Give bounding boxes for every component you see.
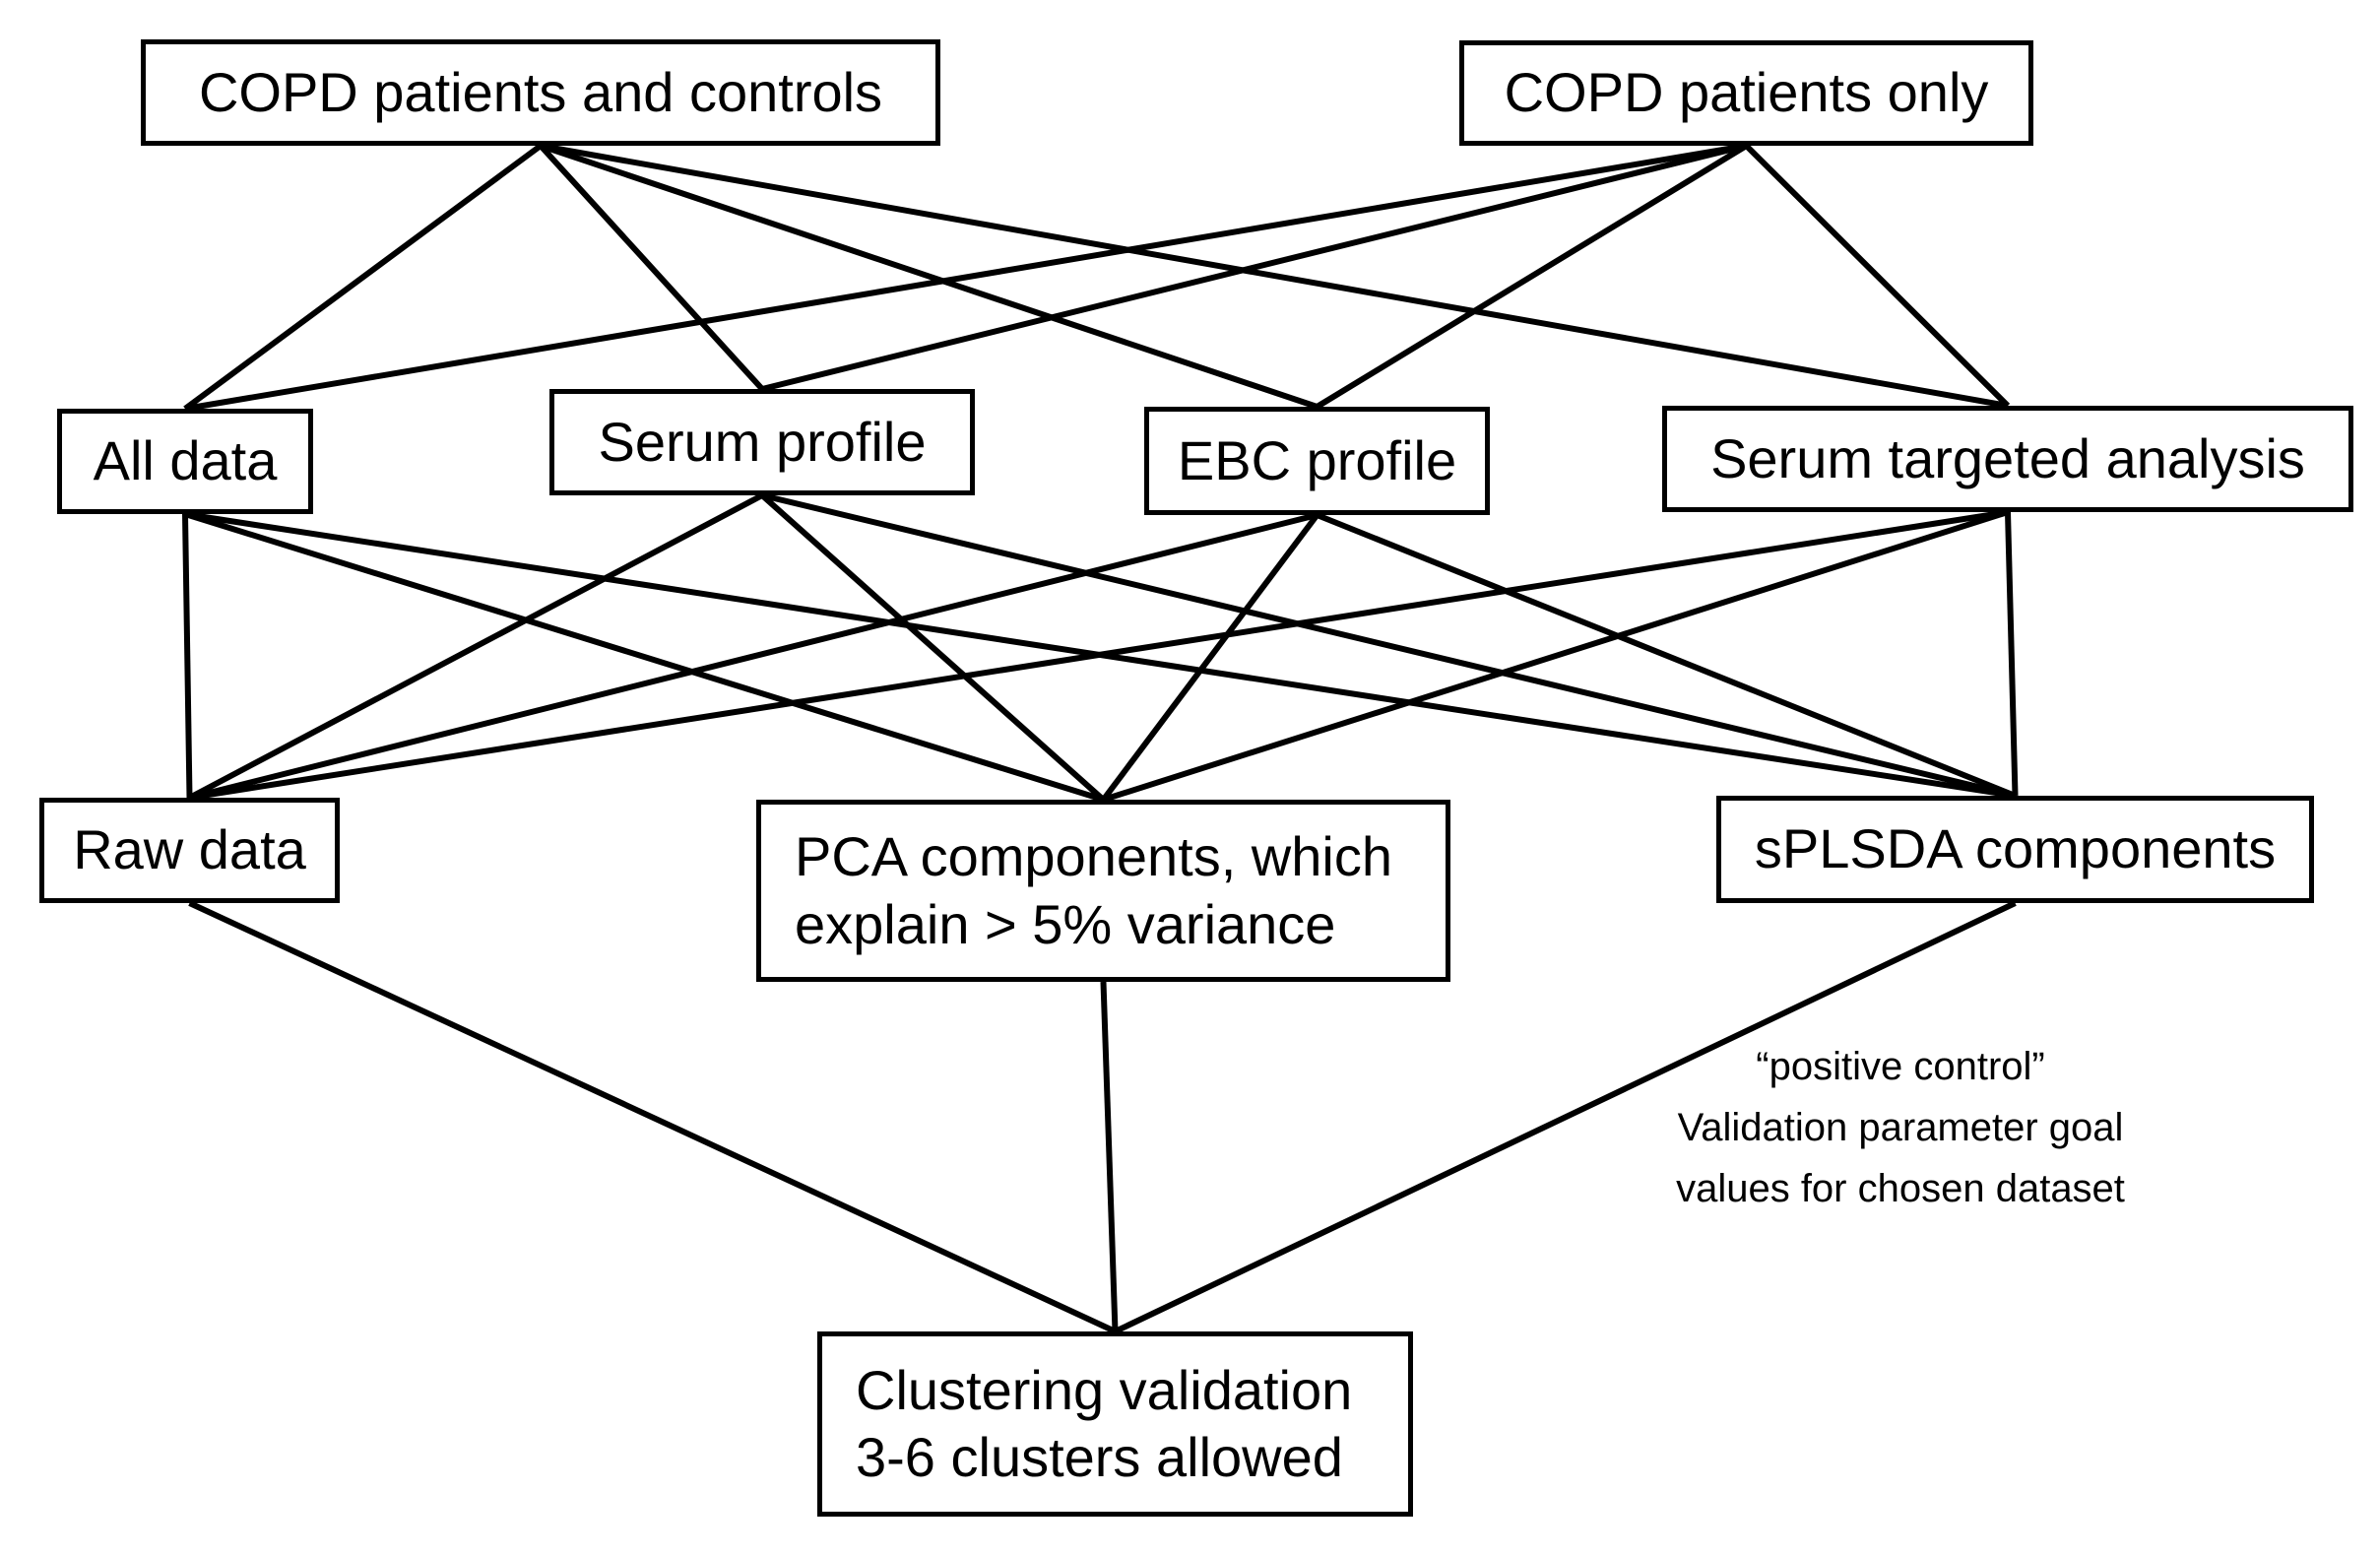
- edge-copd-patients-and-controls-to-ebc-profile: [540, 143, 1319, 410]
- edge-serum-profile-to-splsda-components: [761, 492, 2017, 799]
- positive-control-annotation: “positive control” Validation parameter …: [1610, 1036, 2191, 1219]
- edge-copd-patients-only-to-all-data: [184, 143, 1747, 412]
- edge-all-data-to-pca-components: [184, 511, 1105, 803]
- edge-serum-targeted-analysis-to-pca-components: [1102, 509, 2009, 803]
- edge-serum-profile-to-pca-components: [760, 492, 1106, 803]
- edge-ebc-profile-to-raw-data: [188, 512, 1319, 801]
- node-raw-data: Raw data: [39, 798, 340, 903]
- annotation-line-1: “positive control”: [1756, 1045, 2045, 1088]
- edge-copd-patients-only-to-serum-profile: [761, 143, 1748, 392]
- edge-ebc-profile-to-pca-components: [1101, 513, 1319, 802]
- edge-ebc-profile-to-splsda-components: [1316, 512, 2017, 799]
- node-pca-components: PCA components, which explain > 5% varia…: [756, 800, 1450, 982]
- edge-copd-patients-and-controls-to-serum-profile: [538, 143, 765, 392]
- node-all-data: All data: [57, 409, 313, 514]
- edge-splsda-components-to-clustering-validation: [1114, 900, 2017, 1334]
- edge-raw-data-to-clustering-validation: [188, 900, 1117, 1334]
- edge-copd-patients-and-controls-to-all-data: [183, 143, 543, 412]
- edge-copd-patients-and-controls-to-serum-targeted-analysis: [540, 143, 2009, 409]
- annotation-line-2: Validation parameter goal: [1677, 1106, 2124, 1149]
- node-ebc-profile: EBC profile: [1144, 407, 1490, 515]
- node-splsda-components: sPLSDA components: [1716, 796, 2314, 903]
- edge-copd-patients-only-to-serum-targeted-analysis: [1744, 143, 2011, 409]
- annotation-line-3: values for chosen dataset: [1676, 1167, 2125, 1210]
- node-copd-patients-only: COPD patients only: [1459, 40, 2033, 146]
- edge-all-data-to-raw-data: [182, 513, 193, 799]
- edge-copd-patients-only-to-ebc-profile: [1315, 143, 1749, 410]
- node-serum-targeted-analysis: Serum targeted analysis: [1662, 406, 2353, 512]
- edge-serum-targeted-analysis-to-raw-data: [189, 509, 2009, 801]
- node-copd-patients-and-controls: COPD patients and controls: [141, 39, 940, 146]
- edge-pca-components-to-clustering-validation: [1100, 981, 1119, 1332]
- node-serum-profile: Serum profile: [549, 389, 975, 495]
- edge-serum-profile-to-raw-data: [188, 492, 764, 801]
- edge-serum-targeted-analysis-to-splsda-components: [2005, 511, 2019, 797]
- node-clustering-validation: Clustering validation 3-6 clusters allow…: [817, 1331, 1413, 1517]
